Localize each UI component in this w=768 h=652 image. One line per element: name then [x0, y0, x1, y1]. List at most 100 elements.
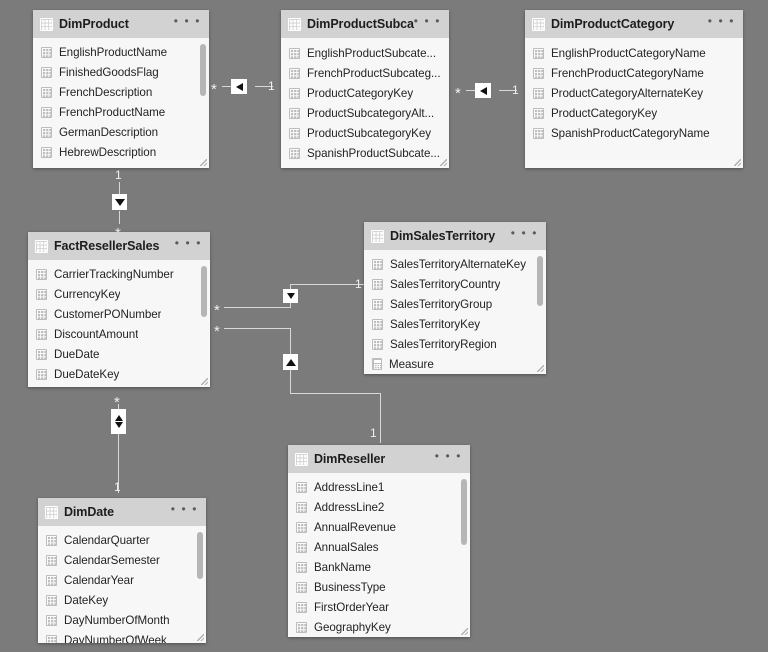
- field-row[interactable]: CalendarQuarter: [38, 530, 206, 550]
- rel-arrow-fact-reseller[interactable]: [283, 354, 298, 370]
- field-row[interactable]: SalesTerritoryCountry: [364, 274, 546, 294]
- field-name: AddressLine1: [314, 480, 385, 494]
- field-row[interactable]: SalesTerritoryGroup: [364, 294, 546, 314]
- rel-arrow-fact-territory[interactable]: [283, 289, 298, 303]
- field-row[interactable]: AnnualRevenue: [288, 517, 470, 537]
- table-card-dimsalesterritory[interactable]: DimSalesTerritory• • •SalesTerritoryAlte…: [364, 222, 546, 374]
- rel-arrow-fact-date-bidirectional[interactable]: [111, 409, 126, 434]
- field-name: DueDate: [54, 347, 100, 361]
- table-menu-ellipsis-icon[interactable]: • • •: [413, 14, 441, 28]
- table-header-dimreseller[interactable]: DimReseller• • •: [288, 445, 470, 473]
- rel-arrow-product-fact[interactable]: [112, 194, 127, 210]
- vertical-scrollbar[interactable]: [197, 532, 203, 579]
- table-header-factresellersales[interactable]: FactResellerSales• • •: [28, 232, 210, 260]
- resize-grip-icon[interactable]: [537, 365, 544, 372]
- table-menu-ellipsis-icon[interactable]: • • •: [510, 226, 538, 240]
- field-row[interactable]: ProductCategoryAlternateKey: [525, 83, 743, 103]
- field-row[interactable]: ProductCategoryKey: [525, 103, 743, 123]
- resize-grip-icon[interactable]: [440, 159, 447, 166]
- field-row[interactable]: BusinessType: [288, 577, 470, 597]
- field-row[interactable]: SpanishProductSubcate...: [281, 143, 449, 163]
- field-row[interactable]: ProductSubcategoryAlt...: [281, 103, 449, 123]
- table-card-dimproductsubcategory[interactable]: DimProductSubcat...• • •EnglishProductSu…: [281, 10, 449, 168]
- field-row[interactable]: AddressLine2: [288, 497, 470, 517]
- field-row[interactable]: FrenchProductSubcateg...: [281, 63, 449, 83]
- table-field-list-dimproductsubcategory[interactable]: EnglishProductSubcate...FrenchProductSub…: [281, 38, 449, 168]
- field-row[interactable]: AnnualSales: [288, 537, 470, 557]
- field-row[interactable]: FinishedGoodsFlag: [33, 62, 209, 82]
- rel-line-fact-reseller-v1: [290, 328, 291, 354]
- table-menu-ellipsis-icon[interactable]: • • •: [174, 236, 202, 250]
- field-row[interactable]: EnglishProductCategoryName: [525, 43, 743, 63]
- resize-grip-icon[interactable]: [200, 159, 207, 166]
- table-menu-ellipsis-icon[interactable]: • • •: [170, 502, 198, 516]
- field-row[interactable]: ProductCategoryKey: [281, 83, 449, 103]
- field-row[interactable]: AddressLine1: [288, 477, 470, 497]
- table-menu-ellipsis-icon[interactable]: • • •: [173, 14, 201, 28]
- field-row[interactable]: SalesTerritoryRegion: [364, 334, 546, 354]
- table-menu-ellipsis-icon[interactable]: • • •: [434, 449, 462, 463]
- resize-grip-icon[interactable]: [461, 628, 468, 635]
- rel-arrow-product-subcategory[interactable]: [231, 79, 247, 94]
- field-row[interactable]: EnglishProductSubcate...: [281, 43, 449, 63]
- field-row[interactable]: DayNumberOfWeek: [38, 630, 206, 643]
- field-row[interactable]: CurrencyKey: [28, 284, 210, 304]
- field-row[interactable]: DueDateKey: [28, 364, 210, 384]
- vertical-scrollbar[interactable]: [200, 44, 206, 96]
- field-row[interactable]: FrenchProductName: [33, 102, 209, 122]
- field-row[interactable]: ProductSubcategoryKey: [281, 123, 449, 143]
- field-name: SalesTerritoryGroup: [390, 297, 493, 311]
- table-card-factresellersales[interactable]: FactResellerSales• • •CarrierTrackingNum…: [28, 232, 210, 387]
- field-row[interactable]: DiscountAmount: [28, 324, 210, 344]
- field-row[interactable]: CalendarYear: [38, 570, 206, 590]
- column-icon: [296, 561, 307, 573]
- table-header-dimdate[interactable]: DimDate• • •: [38, 498, 206, 526]
- field-row[interactable]: SalesTerritoryAlternateKey: [364, 254, 546, 274]
- field-row[interactable]: GeographyKey: [288, 617, 470, 637]
- rel-arrow-subcategory-category[interactable]: [475, 83, 491, 98]
- field-row[interactable]: Measure: [364, 354, 546, 374]
- field-row[interactable]: CarrierTrackingNumber: [28, 264, 210, 284]
- field-name: HebrewDescription: [59, 145, 157, 159]
- field-row[interactable]: DueDate: [28, 344, 210, 364]
- resize-grip-icon[interactable]: [201, 378, 208, 385]
- field-row[interactable]: BankName: [288, 557, 470, 577]
- table-header-dimproduct[interactable]: DimProduct• • •: [33, 10, 209, 38]
- table-header-dimsalesterritory[interactable]: DimSalesTerritory• • •: [364, 222, 546, 250]
- vertical-scrollbar[interactable]: [537, 256, 543, 306]
- field-row[interactable]: DateKey: [38, 590, 206, 610]
- table-card-dimproductcategory[interactable]: DimProductCategory• • •EnglishProductCat…: [525, 10, 743, 168]
- field-row[interactable]: HebrewDescription: [33, 142, 209, 162]
- table-menu-ellipsis-icon[interactable]: • • •: [707, 14, 735, 28]
- rel-line-subcategory-category-b: [499, 90, 517, 91]
- field-row[interactable]: DayNumberOfMonth: [38, 610, 206, 630]
- vertical-scrollbar[interactable]: [461, 479, 467, 545]
- field-row[interactable]: FrenchProductCategoryName: [525, 63, 743, 83]
- table-header-dimproductsubcategory[interactable]: DimProductSubcat...• • •: [281, 10, 449, 38]
- field-row[interactable]: CustomerPONumber: [28, 304, 210, 324]
- field-name: DueDateKey: [54, 367, 120, 381]
- resize-grip-icon[interactable]: [734, 159, 741, 166]
- field-row[interactable]: GermanDescription: [33, 122, 209, 142]
- field-row[interactable]: SalesTerritoryKey: [364, 314, 546, 334]
- field-row[interactable]: SpanishProductCategoryName: [525, 123, 743, 143]
- field-row[interactable]: FirstOrderYear: [288, 597, 470, 617]
- field-row[interactable]: EnglishProductName: [33, 42, 209, 62]
- resize-grip-icon[interactable]: [197, 634, 204, 641]
- field-name: CurrencyKey: [54, 287, 121, 301]
- vertical-scrollbar[interactable]: [201, 266, 207, 317]
- table-header-dimproductcategory[interactable]: DimProductCategory• • •: [525, 10, 743, 38]
- column-icon: [289, 107, 300, 119]
- field-row[interactable]: FrenchDescription: [33, 82, 209, 102]
- field-row[interactable]: CalendarSemester: [38, 550, 206, 570]
